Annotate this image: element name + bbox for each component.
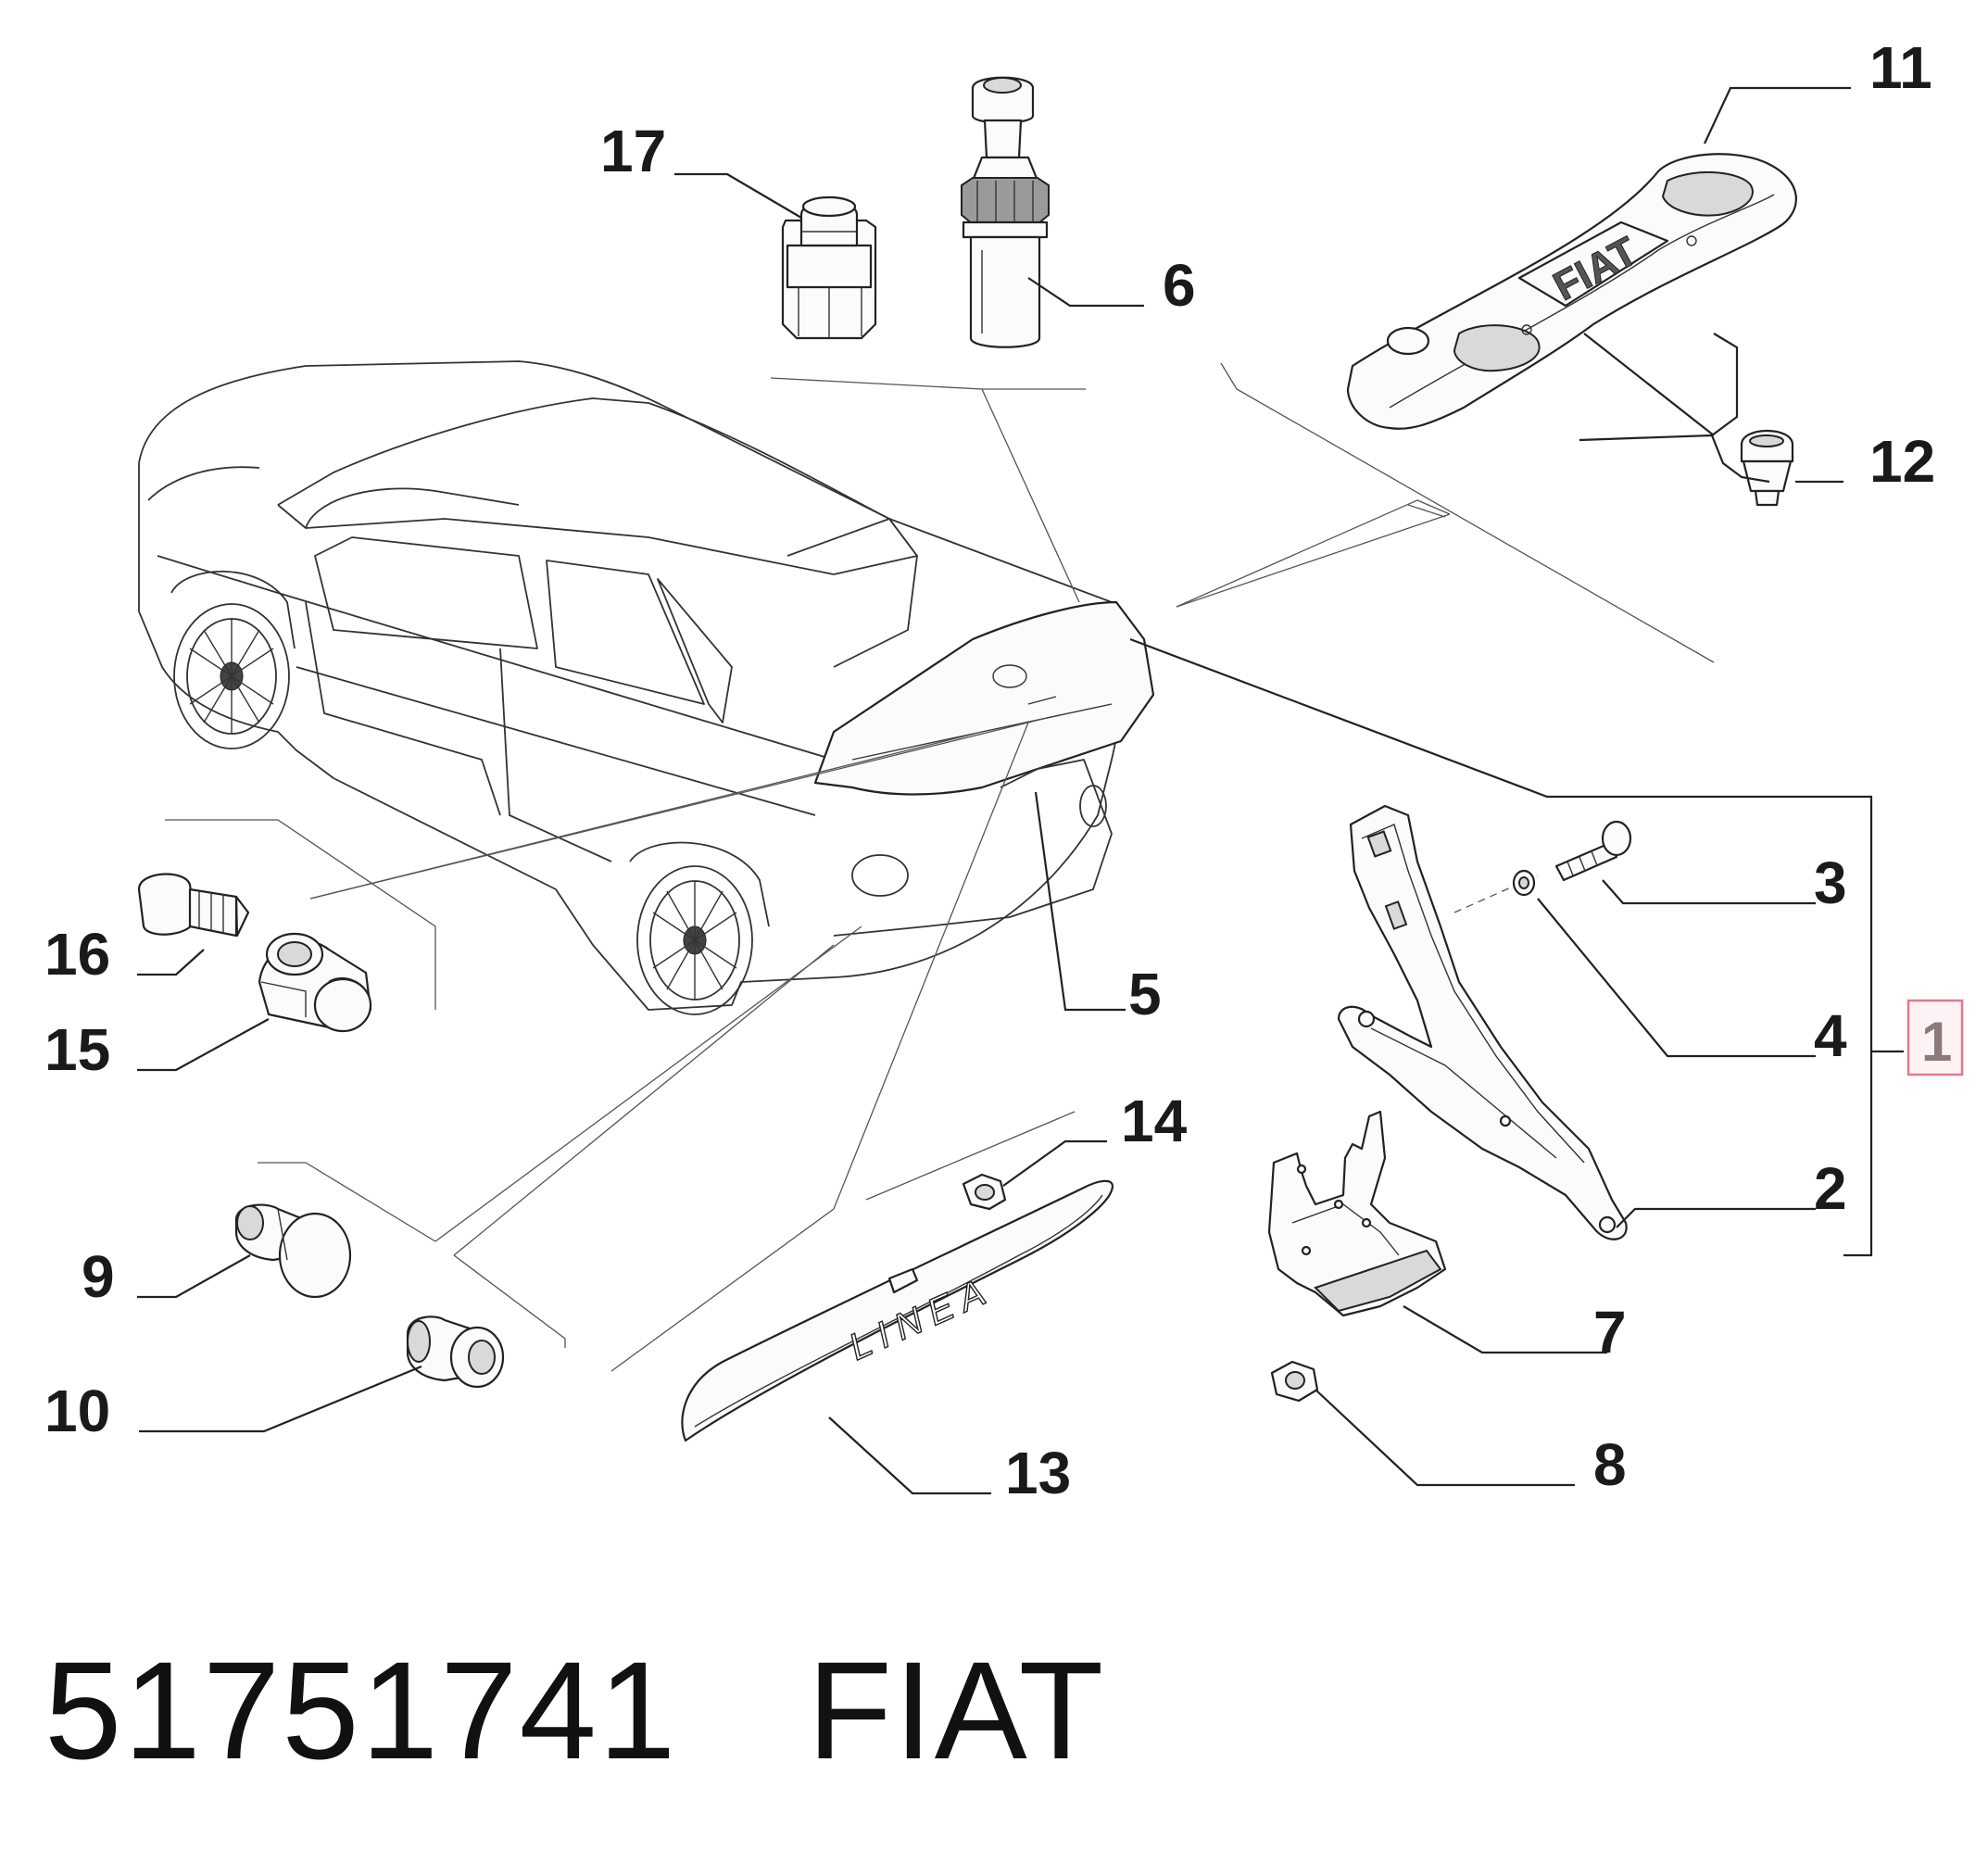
- callout-3: 3: [1814, 850, 1847, 916]
- callout-1-highlight-box: [1906, 999, 1964, 1076]
- part-9-plug: [234, 1203, 352, 1299]
- part-3-screw: [1453, 820, 1632, 913]
- callout-7: 7: [1593, 1299, 1627, 1366]
- callout-11: 11: [1869, 34, 1932, 101]
- part-16-bolt: [137, 873, 250, 938]
- callout-10: 10: [44, 1378, 110, 1444]
- callout-4: 4: [1814, 1002, 1847, 1069]
- front-wheel: [170, 570, 296, 749]
- part-14-nut: [962, 1173, 1007, 1211]
- part-10-bushing: [406, 1315, 505, 1389]
- part-6-lock-cylinder: [961, 76, 1050, 348]
- part-number: 51751741: [44, 1632, 678, 1788]
- callout-2: 2: [1814, 1155, 1847, 1222]
- callout-13: 13: [1005, 1440, 1071, 1506]
- guide-lines: [165, 362, 1715, 1372]
- trunk-lid: [813, 600, 1155, 796]
- part-2-hinge: [1337, 804, 1628, 1240]
- callout-8: 8: [1593, 1431, 1627, 1498]
- callout-labels: 17 6 11 12 3 4 2 5 16 15 9 10 13 14 7 8 …: [44, 34, 1964, 1506]
- part-13-trim-bar: LINEA: [681, 1179, 1114, 1442]
- callout-6: 6: [1163, 252, 1196, 319]
- callout-5: 5: [1128, 961, 1162, 1027]
- part-15-sensor: [258, 932, 372, 1033]
- callout-9: 9: [82, 1243, 115, 1310]
- callout-16: 16: [44, 921, 110, 988]
- parts-diagram: FIAT: [44, 34, 1964, 1506]
- callout-17: 17: [600, 118, 666, 184]
- caption: 51751741 FIAT: [44, 1630, 1105, 1788]
- part-11-emblem-plate: FIAT: [1346, 153, 1797, 430]
- brand-name: FIAT: [807, 1632, 1106, 1788]
- part-8-hex-nut: [1270, 1360, 1319, 1403]
- part-17-nut: [781, 195, 877, 340]
- rear-wheel: [629, 841, 770, 1015]
- leader-lines: [137, 86, 1904, 1495]
- callout-12: 12: [1869, 428, 1935, 495]
- callout-1: 1: [1921, 1011, 1952, 1073]
- part-7-bracket: [1267, 1110, 1447, 1317]
- callout-14: 14: [1121, 1088, 1188, 1154]
- part-12-clip: [1740, 429, 1794, 507]
- car-illustration: [138, 360, 1155, 1015]
- part-4-washer: [1512, 869, 1536, 897]
- callout-15: 15: [44, 1016, 110, 1083]
